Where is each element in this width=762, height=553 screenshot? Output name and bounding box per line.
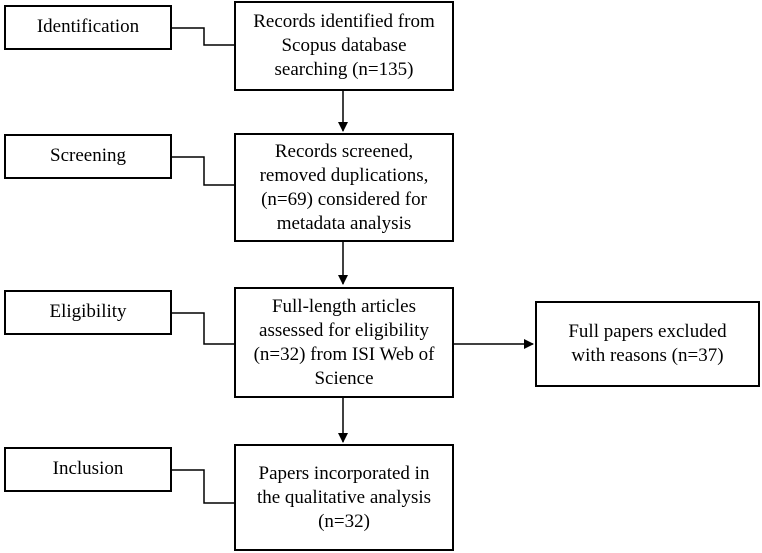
screening-box: Records screened, removed duplications, …: [234, 133, 454, 242]
eligibility-box-text: Full-length articles assessed for eligib…: [253, 295, 435, 389]
stage-label-inclusion: Inclusion: [4, 447, 172, 492]
identification-connector: [172, 27, 234, 46]
inclusion-box-text: Papers incorporated in the qualitative a…: [256, 462, 432, 532]
stage-label-screening: Screening: [4, 134, 172, 179]
identification-box-text: Records identified from Scopus database …: [253, 11, 435, 80]
stage-label-eligibility-text: Eligibility: [49, 300, 127, 322]
inclusion-connector: [172, 469, 234, 504]
eligibility-connector: [172, 312, 234, 345]
stage-label-identification-text: Identification: [36, 15, 140, 37]
excluded-box: Full papers excluded with reasons (n=37): [535, 301, 760, 387]
stage-label-screening-text: Screening: [50, 144, 126, 166]
screening-box-text: Records screened, removed duplications, …: [259, 140, 429, 234]
inclusion-box: Papers incorporated in the qualitative a…: [234, 444, 454, 551]
identification-box: Records identified from Scopus database …: [234, 1, 454, 91]
stage-label-eligibility: Eligibility: [4, 290, 172, 335]
stage-label-inclusion-text: Inclusion: [52, 457, 124, 479]
stage-label-identification: Identification: [4, 5, 172, 50]
excluded-box-text: Full papers excluded with reasons (n=37): [568, 321, 727, 366]
eligibility-box: Full-length articles assessed for eligib…: [234, 287, 454, 398]
screening-connector: [172, 156, 234, 186]
